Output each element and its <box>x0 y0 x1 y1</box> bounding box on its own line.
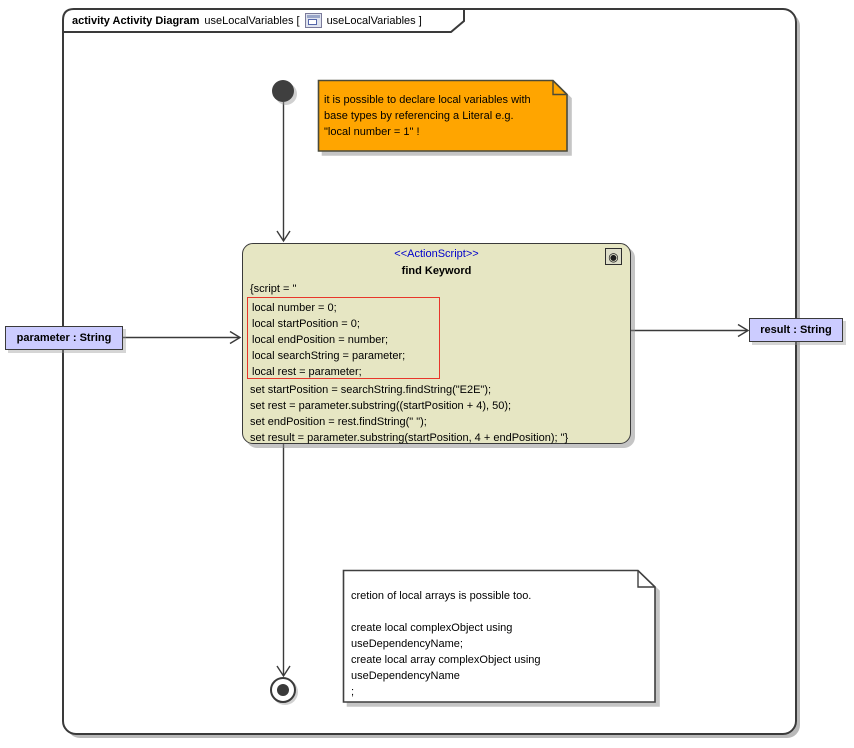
script-open-line: {script = " <box>250 283 297 295</box>
call-behavior-icon[interactable]: ◉ <box>605 248 622 265</box>
orange-note-line: base types by referencing a Literal e.g. <box>324 110 514 122</box>
note-fold-corner <box>552 80 567 96</box>
script-highlighted-line: local endPosition = number; <box>252 334 389 346</box>
script-highlight-box[interactable]: local number = 0; local startPosition = … <box>247 297 440 379</box>
white-note-line: useDependencyName <box>351 670 460 682</box>
white-note-line: create local complexObject using <box>351 622 513 634</box>
note-fold-corner <box>637 570 655 588</box>
orange-note-shape[interactable] <box>317 79 573 155</box>
script-line: set rest = parameter.substring((startPos… <box>250 400 512 412</box>
white-note-line <box>351 604 541 620</box>
script-line: set result = parameter.substring(startPo… <box>250 432 569 444</box>
frame-title: activity Activity Diagram useLocalVariab… <box>72 12 422 29</box>
action-name: find Keyword <box>401 265 472 277</box>
script-line: set startPosition = searchString.findStr… <box>250 384 492 396</box>
edge-action-to-final[interactable] <box>276 444 291 678</box>
white-note-shape[interactable] <box>342 569 662 707</box>
white-note-line: cretion of local arrays is possible too. <box>351 590 532 602</box>
script-highlighted-line: local number = 0; <box>252 302 337 314</box>
orange-note-line: "local number = 1" ! <box>324 126 420 138</box>
parameter-node-output[interactable]: result : String <box>749 318 843 342</box>
orange-note-line: it is possible to declare local variable… <box>324 94 531 106</box>
activity-final-node[interactable] <box>270 677 296 703</box>
initial-node[interactable] <box>272 80 294 102</box>
white-note-line: useDependencyName; <box>351 638 463 650</box>
final-node-dot <box>277 684 289 696</box>
action-stereotype: <<ActionScript>> <box>394 248 479 260</box>
orange-note-text: it is possible to declare local variable… <box>324 92 531 140</box>
parameter-node-input[interactable]: parameter : String <box>5 326 123 350</box>
white-note-line: ; <box>351 686 355 698</box>
script-highlighted-line: local searchString = parameter; <box>252 350 406 362</box>
edge-initial-to-action[interactable] <box>276 102 291 243</box>
edge-action-to-result[interactable] <box>631 323 750 338</box>
script-highlighted-line: local rest = parameter; <box>252 366 362 378</box>
script-line: set endPosition = rest.findString(" "); <box>250 416 427 428</box>
parameter-input-label: parameter : String <box>16 332 112 344</box>
diagram-icon <box>304 13 322 28</box>
frame-title-keyword: activity Activity Diagram <box>72 14 200 27</box>
white-note-line: create local array complexObject using <box>351 654 541 666</box>
script-highlighted-line: local startPosition = 0; <box>252 318 360 330</box>
parameter-output-label: result : String <box>760 324 832 336</box>
frame-title-diagram-ref: useLocalVariables ] <box>326 14 422 27</box>
frame-title-pentagon[interactable] <box>62 8 466 34</box>
edge-parameter-to-action[interactable] <box>123 330 242 345</box>
action-node-find-keyword[interactable]: <<ActionScript>> find Keyword ◉ {script … <box>242 243 631 444</box>
pentagon-shape <box>62 8 465 33</box>
frame-title-diagram-name: useLocalVariables [ <box>204 14 300 27</box>
white-note-text: cretion of local arrays is possible too.… <box>351 588 541 700</box>
